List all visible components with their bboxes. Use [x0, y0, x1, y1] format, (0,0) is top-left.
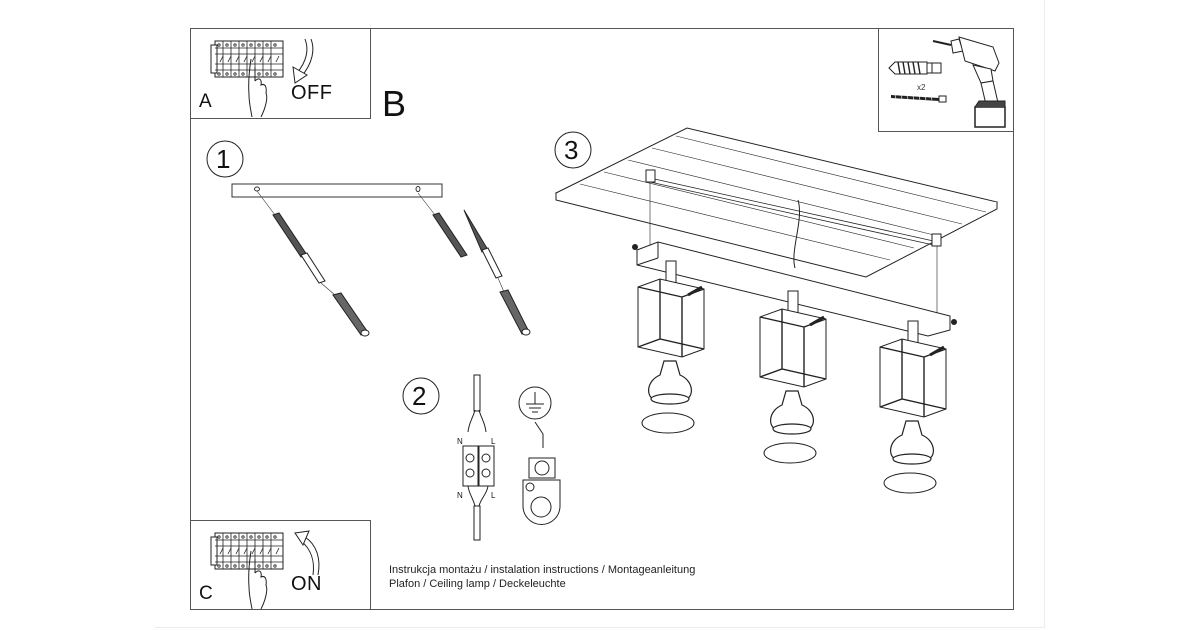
arrow-down-icon: [292, 38, 314, 84]
adjust-pin: [929, 345, 945, 357]
arrow-up-icon: [294, 530, 320, 576]
step-number-1: 1: [216, 144, 230, 174]
drill-icon: [932, 36, 1006, 128]
spotlight: [879, 320, 947, 494]
adjust-pin: [809, 315, 825, 327]
circuit-breaker-icon: [210, 532, 284, 610]
panel-a-switch-off: OFF A: [190, 28, 371, 119]
step-number-circle: [206, 140, 244, 178]
fixing-screw: [632, 244, 638, 250]
instruction-sheet-frame: [190, 28, 1014, 610]
step-1-bracket-mounting: 1: [206, 140, 468, 337]
terminal-block: [462, 374, 495, 541]
gu10-bulb-icon: [770, 390, 814, 430]
step-3-lamp-assembly: 3: [554, 127, 999, 494]
retaining-ring: [883, 472, 937, 494]
retaining-ring: [763, 442, 817, 464]
step-1-bracket-mounting-right: [463, 209, 531, 336]
mounting-bracket: [231, 183, 443, 198]
page-edge: [155, 0, 1045, 628]
wire-label-n-bottom: N: [457, 491, 463, 500]
gu10-bulb-icon: [890, 420, 934, 460]
spotlight: [637, 260, 705, 434]
lamp-base-bar: [636, 241, 951, 337]
quantity-label: x2: [917, 83, 926, 92]
ceiling-surface: [554, 127, 999, 278]
gu10-bulb-icon: [648, 360, 692, 400]
screw-icon: [891, 94, 947, 103]
panel-c-switch-on: ON C: [190, 520, 371, 610]
step-number-circle: [554, 131, 592, 169]
switch-state-off: OFF: [291, 82, 333, 104]
caption-line-2: Plafon / Ceiling lamp / Deckeleuchte: [389, 578, 566, 590]
required-tools-panel: x2: [878, 28, 1014, 132]
ground-symbol-icon: [518, 386, 552, 420]
step-number-2: 2: [412, 381, 426, 411]
wire-label-l-top: L: [491, 437, 496, 446]
caption-line-1: Instrukcja montażu / instalation instruc…: [389, 564, 696, 576]
ceiling-rail: [649, 177, 939, 243]
adjust-pin: [687, 285, 703, 297]
wall-plug-icon: [888, 61, 942, 75]
fixing-screw: [951, 319, 957, 325]
wire-label-n-top: N: [457, 437, 463, 446]
step-number-3: 3: [564, 135, 578, 165]
retaining-ring: [641, 412, 695, 434]
panel-letter-a: A: [199, 91, 212, 112]
panel-letter-c: C: [199, 583, 213, 604]
power-cable: [793, 199, 800, 269]
wire-label-l-bottom: L: [491, 491, 496, 500]
screw-and-plug-right: [417, 192, 468, 258]
panel-letter-b: B: [382, 83, 407, 124]
ground-terminal: [522, 421, 561, 525]
step-number-circle: [402, 377, 440, 415]
spotlight: [759, 290, 827, 464]
step-2-wiring: 2 N L N L: [402, 374, 561, 541]
circuit-breaker-icon: [210, 40, 284, 118]
document-caption: Instrukcja montażu / instalation instruc…: [389, 563, 695, 591]
switch-state-on: ON: [291, 573, 322, 595]
screw-and-plug-left: [256, 190, 370, 337]
